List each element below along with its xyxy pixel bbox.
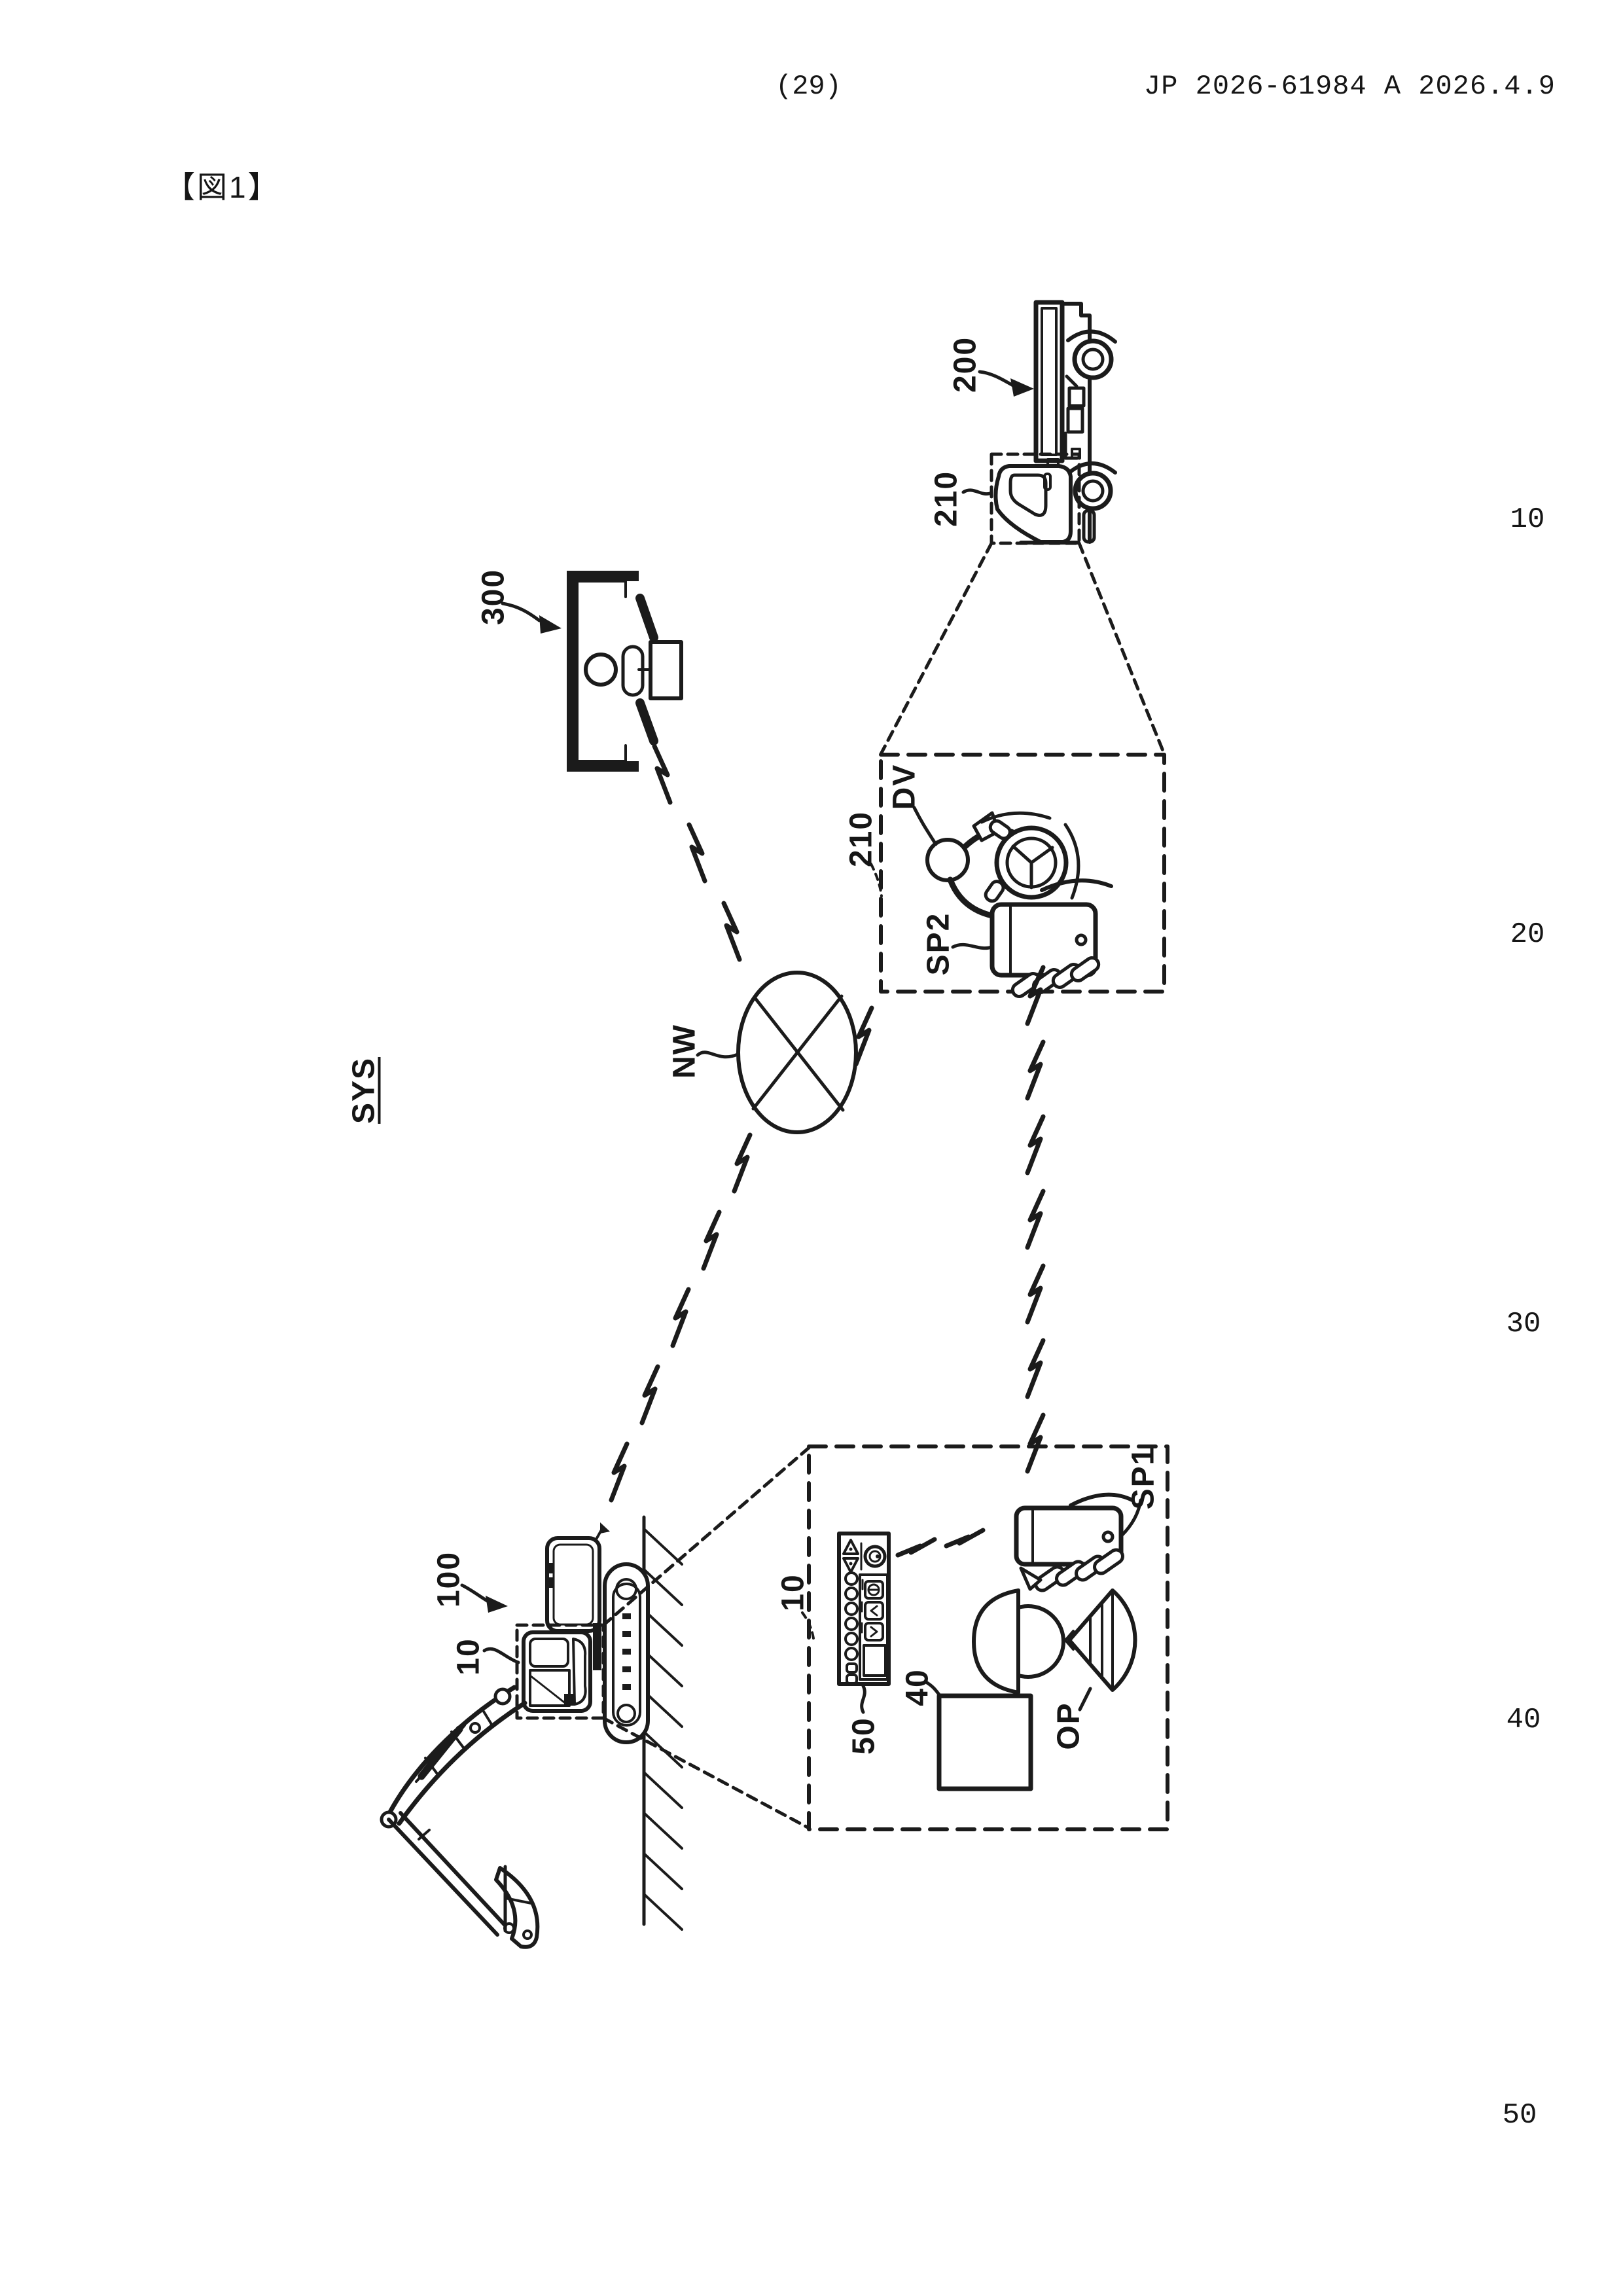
- margin-line-20: 20: [1510, 918, 1545, 951]
- label-100-excavator: 100: [431, 1551, 467, 1608]
- truck-cab-callout-box: [990, 452, 1081, 545]
- excavator-drawing: [380, 1446, 811, 1949]
- margin-line-10: 10: [1510, 503, 1545, 536]
- remote-station-drawing: [567, 571, 683, 772]
- site-detail-drawing: [807, 1444, 1169, 1831]
- margin-line-30: 30: [1506, 1308, 1541, 1340]
- leader-lines: [460, 370, 1143, 1714]
- label-50-control-device: 50: [846, 1717, 882, 1755]
- driver-head: [925, 838, 970, 882]
- driver-detail-drawing: [879, 753, 1166, 998]
- page-header-number: (29): [776, 71, 842, 102]
- hard-hat: [972, 1588, 1020, 1695]
- label-200-truck: 200: [948, 336, 983, 393]
- label-sp1-phone: SP1: [1126, 1446, 1161, 1510]
- site-detail-box: [807, 1444, 1169, 1831]
- figure-caption: 【図1】: [165, 170, 280, 204]
- margin-line-50: 50: [1502, 2099, 1537, 2132]
- label-210-detail-box: 210: [844, 810, 879, 868]
- label-300-station: 300: [476, 568, 511, 626]
- label-sys: SYS: [346, 1056, 382, 1124]
- label-10-excavator-cab: 10: [451, 1638, 486, 1676]
- label-210-truck-cab: 210: [929, 470, 964, 528]
- storage-box-40: [936, 1693, 1033, 1791]
- label-40-box: 40: [900, 1668, 935, 1706]
- label-sp2-phone: SP2: [921, 912, 956, 976]
- remote-operator-head: [584, 653, 618, 687]
- label-nw-network: NW: [667, 1024, 702, 1079]
- margin-line-40: 40: [1506, 1704, 1541, 1736]
- publication-number: JP 2026-61984 A 2026.4.9: [1144, 71, 1556, 102]
- radio-wave-bolts: [611, 746, 1043, 1555]
- label-dv-driver: DV: [887, 763, 922, 810]
- label-op-operator: OP: [1051, 1702, 1086, 1750]
- dump-truck-drawing: [879, 300, 1166, 756]
- label-10-site-box: 10: [776, 1573, 811, 1611]
- network-cloud: [736, 971, 858, 1134]
- monitor: [649, 640, 683, 700]
- ground-hatching: [643, 1528, 683, 1931]
- operator-op: [972, 1588, 1137, 1695]
- smartphone-sp1: [1014, 1492, 1134, 1592]
- control-device-50: [837, 1532, 891, 1686]
